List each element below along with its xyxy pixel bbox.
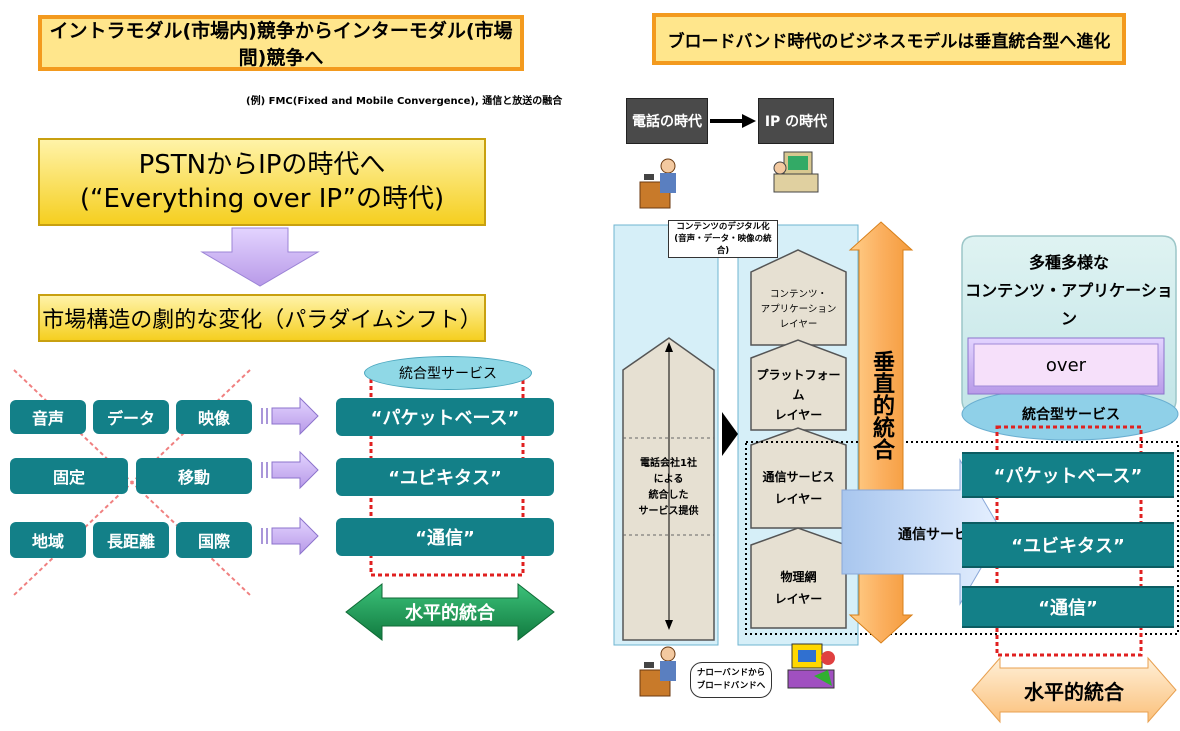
video-label: 映像 bbox=[197, 409, 230, 428]
right-horizontal-arrow bbox=[971, 656, 1177, 724]
local-label: 地域 bbox=[31, 532, 64, 551]
telephone-person-icon bbox=[639, 158, 676, 209]
mobile-label: 移動 bbox=[177, 468, 210, 487]
layer-physical-line2: レイヤー bbox=[774, 592, 823, 606]
right-packet-bar: “パケットベース” bbox=[962, 452, 1174, 498]
down-arrow bbox=[200, 227, 320, 287]
layer-contents-text: コンテンツ・ アプリケーション レイヤー bbox=[751, 280, 846, 338]
left-comm-bar: “通信” bbox=[336, 518, 554, 556]
pstn-banner: PSTNからIPの時代へ (“Everything over IP”の時代) bbox=[38, 138, 486, 226]
right-title: ブロードバンド時代のビジネスモデルは垂直統合型へ進化 bbox=[652, 13, 1126, 65]
ip-era-label: IP の時代 bbox=[758, 98, 834, 144]
phone-company-line2: による bbox=[653, 474, 684, 485]
right-title-text: ブロードバンド時代のビジネスモデルは垂直統合型へ進化 bbox=[667, 31, 1111, 52]
layer-contents-line1: コンテンツ・ bbox=[769, 288, 827, 300]
left-integrated-service-ellipse: 統合型サービス bbox=[364, 356, 532, 390]
left-horizontal-label: 水平的統合 bbox=[405, 603, 495, 624]
variety-line1: 多種多様な bbox=[1028, 253, 1109, 272]
fixed-box: 固定 bbox=[10, 458, 128, 494]
layer-comm-line1: 通信サービス bbox=[762, 470, 835, 484]
variety-text: 多種多様な コンテンツ・アプリケーション bbox=[962, 253, 1176, 328]
digitize-callout: コンテンツのデジタル化 (音声・データ・映像の統合) bbox=[668, 220, 778, 258]
video-box: 映像 bbox=[176, 400, 252, 434]
left-integrated-service-text: 統合型サービス bbox=[399, 366, 497, 382]
layer-contents-line2: アプリケーション bbox=[760, 303, 837, 315]
narrow-to-broad-callout: ナローバンドから ブロードバンドへ bbox=[690, 662, 772, 698]
mobile-box: 移動 bbox=[136, 458, 252, 494]
layer-comm-line2: レイヤー bbox=[774, 492, 823, 506]
left-comm-label: “通信” bbox=[415, 528, 475, 549]
phone-company-line1: 電話会社1社 bbox=[640, 458, 697, 469]
phone-company-line3: 統合した bbox=[648, 490, 689, 501]
international-box: 国際 bbox=[176, 522, 252, 558]
right-comm-label: “通信” bbox=[1038, 598, 1098, 619]
layer-physical-line1: 物理網 bbox=[780, 570, 817, 584]
multimedia-user-icon bbox=[787, 643, 835, 689]
left-packet-label: “パケットベース” bbox=[370, 408, 520, 429]
telephone-person-icon-bottom bbox=[639, 646, 676, 697]
layer-platform-line1: プラットフォーム bbox=[756, 368, 841, 402]
data-box: データ bbox=[93, 400, 169, 434]
left-title: イントラモダル(市場内)競争からインターモダル(市場間)競争へ bbox=[38, 15, 524, 71]
long-distance-label: 長距離 bbox=[106, 532, 155, 551]
layer-comm-text: 通信サービス レイヤー bbox=[751, 458, 846, 518]
fixed-label: 固定 bbox=[52, 468, 85, 487]
left-ubiquitous-label: “ユビキタス” bbox=[388, 468, 502, 489]
voice-box: 音声 bbox=[10, 400, 86, 434]
phone-company-text: 電話会社1社 による 統合した サービス提供 bbox=[623, 446, 714, 530]
service-band bbox=[745, 441, 1179, 635]
narrow-line2: ブロードバンドへ bbox=[696, 681, 766, 691]
local-box: 地域 bbox=[10, 522, 86, 558]
long-distance-box: 長距離 bbox=[93, 522, 169, 558]
left-arrow-stripes bbox=[261, 408, 268, 544]
layer-platform-line2: レイヤー bbox=[774, 408, 823, 422]
banner-line2: (“Everything over IP”の時代) bbox=[79, 184, 445, 214]
right-ubiquitous-bar: “ユビキタス” bbox=[962, 522, 1174, 568]
over-label: over bbox=[1045, 354, 1087, 376]
example-note: (例) FMC(Fixed and Mobile Convergence), 通… bbox=[246, 96, 563, 107]
paradigm-text: 市場構造の劇的な変化（パラダイムシフト） bbox=[42, 308, 482, 333]
left-row-arrows bbox=[271, 396, 319, 556]
left-packet-bar: “パケットベース” bbox=[336, 398, 554, 436]
red-cross bbox=[13, 369, 251, 596]
data-label: データ bbox=[106, 409, 155, 428]
right-horizontal-label: 水平的統合 bbox=[1024, 679, 1124, 704]
paradigm-box: 市場構造の劇的な変化（パラダイムシフト） bbox=[38, 294, 486, 342]
phone-company-line4: サービス提供 bbox=[638, 506, 699, 517]
left-title-text: イントラモダル(市場内)競争からインターモダル(市場間)競争へ bbox=[49, 20, 513, 69]
banner-line1: PSTNからIPの時代へ bbox=[138, 150, 386, 180]
black-triangle-arrow bbox=[722, 412, 738, 456]
right-packet-label: “パケットベース” bbox=[993, 466, 1143, 487]
layer-shapes bbox=[750, 249, 847, 629]
comm-service-label: 通信サービス bbox=[898, 527, 982, 543]
right-integrated-service-label: 統合型サービス bbox=[1022, 407, 1120, 423]
computer-user-icon bbox=[773, 151, 819, 193]
layer-physical-text: 物理網 レイヤー bbox=[751, 558, 846, 618]
right-comm-bar: “通信” bbox=[962, 586, 1174, 628]
digitize-line1: コンテンツのデジタル化 bbox=[676, 222, 770, 232]
phone-era-label: 電話の時代 bbox=[626, 98, 708, 144]
narrow-line1: ナローバンドから bbox=[696, 668, 766, 678]
left-ubiquitous-bar: “ユビキタス” bbox=[336, 458, 554, 496]
layer-platform-text: プラットフォーム レイヤー bbox=[751, 368, 846, 422]
variety-line2: コンテンツ・アプリケーション bbox=[965, 281, 1173, 328]
right-ubiquitous-label: “ユビキタス” bbox=[1011, 536, 1125, 557]
vertical-label: 垂直的統合 bbox=[869, 350, 894, 460]
layer-contents-line3: レイヤー bbox=[779, 318, 818, 330]
green-double-arrow bbox=[345, 582, 555, 642]
voice-label: 音声 bbox=[31, 409, 64, 428]
digitize-line2: (音声・データ・映像の統合) bbox=[674, 234, 772, 256]
international-label: 国際 bbox=[197, 532, 230, 551]
